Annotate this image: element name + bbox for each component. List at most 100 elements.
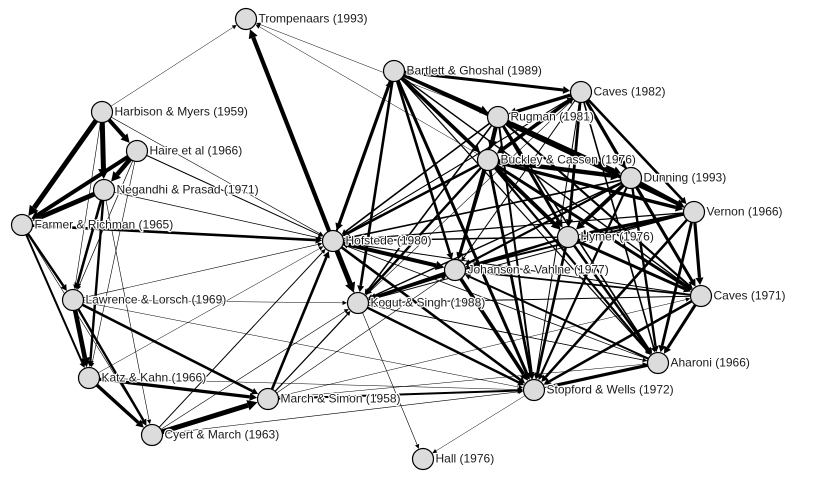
- graph-node[interactable]: Trompenaars (1993): [234, 7, 369, 31]
- graph-edge-arrowhead: [343, 308, 349, 314]
- node-circle[interactable]: [90, 100, 114, 124]
- graph-node[interactable]: Buckley & Casson (1976): [476, 148, 637, 172]
- node-layer: Trompenaars (1993) Bartlett & Ghoshal (19…: [10, 7, 787, 471]
- graph-edge-arrowhead: [675, 199, 685, 207]
- node-circle[interactable]: [256, 387, 280, 411]
- node-label: Bartlett & Ghoshal (1989): [407, 64, 542, 78]
- node-label: Trompenaars (1993): [259, 12, 368, 26]
- node-label: Caves (1982): [594, 85, 666, 99]
- graph-node[interactable]: Aharoni (1966): [646, 351, 751, 375]
- node-circle[interactable]: [689, 284, 713, 308]
- graph-node[interactable]: Cyert & March (1963): [140, 423, 280, 447]
- graph-edge-arrowhead: [317, 242, 323, 247]
- graph-node[interactable]: Lawrence & Lorsch (1969): [61, 288, 227, 312]
- graph-edge: [259, 26, 480, 155]
- graph-edge: [32, 119, 98, 210]
- node-circle[interactable]: [10, 213, 34, 237]
- graph-node[interactable]: Vernon (1966): [682, 200, 784, 224]
- graph-edge: [76, 199, 103, 284]
- graph-edge-arrowhead: [578, 229, 587, 238]
- graph-node[interactable]: Stopford & Wells (1972): [522, 378, 675, 402]
- node-circle[interactable]: [61, 288, 85, 312]
- node-circle[interactable]: [140, 423, 164, 447]
- graph-edge: [347, 163, 480, 235]
- graph-node[interactable]: Hofstede (1980): [321, 229, 433, 253]
- node-circle[interactable]: [682, 200, 706, 224]
- graph-edge: [348, 179, 621, 239]
- graph-edge: [371, 181, 622, 298]
- graph-node[interactable]: Caves (1971): [689, 284, 787, 308]
- node-circle[interactable]: [646, 351, 670, 375]
- node-circle[interactable]: [443, 258, 467, 282]
- graph-node[interactable]: Bartlett & Ghoshal (1989): [382, 59, 543, 83]
- graph-edge-arrowhead: [368, 300, 374, 306]
- graph-edge-arrowhead: [682, 285, 691, 293]
- graph-node[interactable]: Rugman (1981): [486, 105, 595, 129]
- graph-edge: [348, 242, 691, 295]
- node-circle[interactable]: [486, 105, 510, 129]
- node-circle[interactable]: [77, 366, 101, 390]
- graph-edge-arrowhead: [248, 29, 258, 40]
- graph-edge: [568, 102, 582, 220]
- graph-edge-arrowhead: [32, 212, 44, 222]
- graph-edge-arrowhead: [652, 345, 659, 353]
- graph-edge-arrowhead: [685, 297, 691, 302]
- node-circle[interactable]: [569, 80, 593, 104]
- node-circle[interactable]: [92, 178, 116, 202]
- graph-node[interactable]: Caves (1982): [569, 80, 667, 104]
- node-circle[interactable]: [321, 229, 345, 253]
- node-label: Harbison & Myers (1959): [115, 105, 248, 119]
- graph-edge: [469, 181, 623, 264]
- graph-edge: [158, 251, 323, 428]
- graph-edge-arrowhead: [320, 249, 326, 254]
- graph-edge-arrowhead: [323, 251, 330, 259]
- graph-node[interactable]: Harbison & Myers (1959): [90, 100, 249, 124]
- graph-edge: [342, 241, 437, 268]
- graph-edge: [488, 170, 532, 373]
- graph-edge: [105, 200, 150, 420]
- graph-edge: [639, 181, 679, 205]
- graph-edge: [587, 98, 684, 201]
- graph-edge-arrowhead: [576, 220, 586, 230]
- graph-edge-arrowhead: [432, 448, 438, 454]
- graph-node[interactable]: Negandhi & Prasad (1971): [92, 178, 260, 202]
- graph-edge: [505, 123, 690, 286]
- graph-node[interactable]: Hall (1976): [411, 447, 495, 471]
- node-circle[interactable]: [382, 59, 406, 83]
- graph-edge-arrowhead: [446, 252, 454, 260]
- graph-edge-arrowhead: [465, 262, 473, 269]
- node-circle[interactable]: [411, 447, 435, 471]
- node-label: Dunning (1993): [644, 171, 727, 185]
- node-circle[interactable]: [234, 7, 258, 31]
- edge-layer: [25, 22, 704, 454]
- graph-edge: [251, 36, 332, 232]
- graph-node[interactable]: Kogut & Singh (1988): [346, 291, 486, 315]
- node-circle[interactable]: [522, 378, 546, 402]
- graph-edge-arrowhead: [317, 232, 324, 237]
- graph-edge-arrowhead: [642, 357, 648, 363]
- graph-node[interactable]: Johanson & Vahlne (1977): [443, 258, 610, 282]
- graph-edge: [37, 154, 130, 217]
- node-circle[interactable]: [346, 291, 370, 315]
- node-circle[interactable]: [556, 225, 580, 249]
- graph-edge-arrowhead: [146, 419, 152, 425]
- graph-edge: [162, 391, 519, 435]
- graph-edge: [345, 122, 491, 233]
- graph-node[interactable]: Haire et al (1966): [125, 139, 243, 163]
- node-circle[interactable]: [476, 148, 500, 172]
- graph-node[interactable]: March & Simon (1958): [256, 387, 402, 411]
- graph-node[interactable]: Hymer (1976): [556, 225, 655, 249]
- graph-edge-arrowhead: [534, 372, 542, 380]
- graph-node[interactable]: Katz & Kahn (1966): [77, 366, 207, 390]
- node-circle[interactable]: [125, 139, 149, 163]
- graph-edge: [83, 299, 343, 304]
- node-label: Kogut & Singh (1988): [371, 296, 486, 310]
- graph-edge-arrowhead: [465, 274, 472, 280]
- graph-edge-arrowhead: [249, 392, 258, 401]
- graph-node[interactable]: Dunning (1993): [619, 166, 727, 190]
- graph-edge-arrowhead: [368, 303, 374, 309]
- graph-node[interactable]: Farmer & Richman (1965): [10, 213, 174, 237]
- graph-edge-arrowhead: [140, 418, 147, 426]
- node-circle[interactable]: [619, 166, 643, 190]
